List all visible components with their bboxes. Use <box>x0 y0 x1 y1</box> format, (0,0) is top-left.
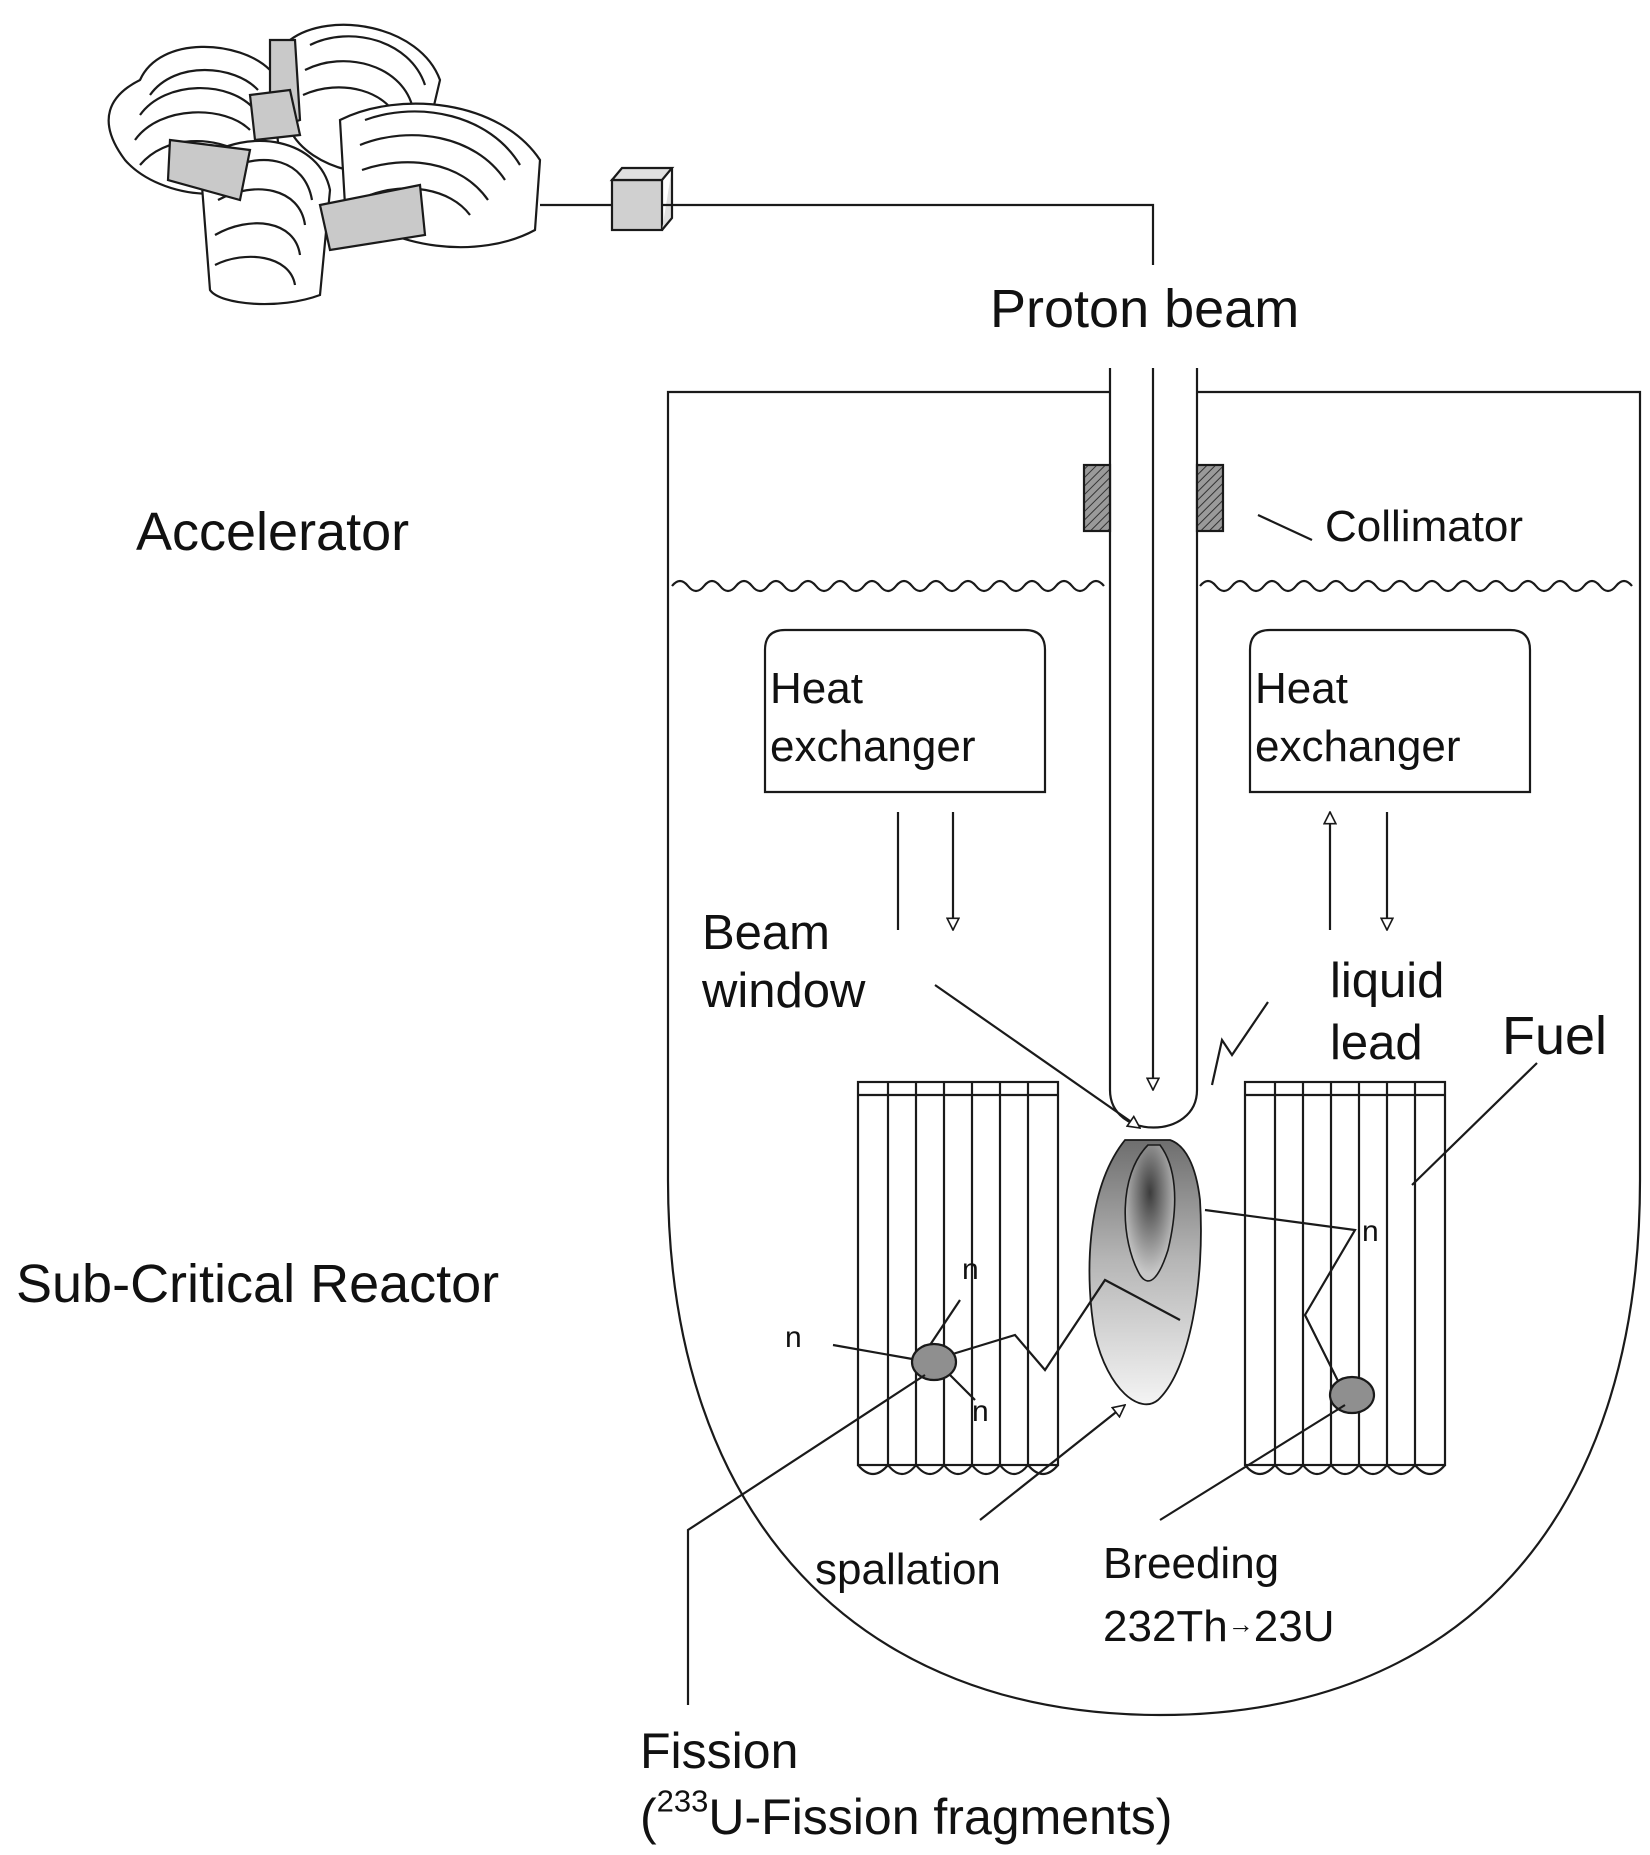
spallation-core <box>1124 1144 1176 1282</box>
collimator-label: Collimator <box>1325 502 1524 551</box>
beam-line <box>662 203 1155 265</box>
heat-exchanger-right-label: Heat exchanger <box>1255 660 1460 776</box>
neutron-path-left <box>932 1278 1181 1372</box>
neutron-line-down <box>949 1374 976 1401</box>
beam-window-line1: Beam <box>702 906 831 960</box>
neutron-label-bottom: n <box>972 1395 989 1428</box>
beam-transport-box <box>610 178 664 232</box>
heat-exchanger-right-line1: Heat <box>1255 664 1348 713</box>
accelerator-label: Accelerator <box>136 502 410 562</box>
neutron-label-top-left: n <box>962 1253 979 1286</box>
breeding-uranium: 23U <box>1253 1601 1335 1651</box>
neutron-line-up <box>929 1299 961 1346</box>
fission-line2: (233U-Fission fragments) <box>640 1784 1172 1850</box>
fission-nucleus <box>910 1342 958 1382</box>
heat-exchanger-left-line1: Heat <box>770 664 863 713</box>
breeding-leader <box>1159 1404 1346 1521</box>
fuel-label: Fuel <box>1502 1006 1608 1066</box>
breeding-thorium: 232Th <box>1103 1601 1228 1651</box>
fission-label: Fission (233U-Fission fragments) <box>640 1718 1172 1850</box>
collimator-block-right <box>1195 463 1225 533</box>
fission-line1: Fission <box>640 1723 799 1779</box>
beam-window-leader <box>934 984 1140 1128</box>
fuel-leader <box>1411 1062 1538 1186</box>
breeding-line1: Breeding <box>1103 1539 1280 1588</box>
spallation-leader <box>979 1405 1125 1521</box>
neutron-path-right <box>1204 1208 1357 1396</box>
fission-paren: ( <box>640 1789 657 1845</box>
heat-exchanger-right-line2: exchanger <box>1255 722 1461 771</box>
collimator-block-left <box>1082 463 1112 533</box>
breeding-line2: 232Th→23U <box>1103 1594 1334 1657</box>
fuel-assembly-right <box>1243 1080 1447 1476</box>
beam-window-line2: window <box>702 964 866 1018</box>
fission-leader <box>686 1374 926 1705</box>
liquid-surface <box>671 579 1633 593</box>
breeding-nucleus <box>1328 1375 1376 1415</box>
reactor-vessel <box>666 390 1642 1717</box>
heat-exchanger-right <box>1248 628 1532 794</box>
proton-beam-label: Proton beam <box>990 279 1300 339</box>
neutron-line-left <box>832 1343 919 1362</box>
liquid-lead-leader <box>1210 1001 1269 1086</box>
neutron-label-right: n <box>1362 1215 1379 1248</box>
breeding-arrow-icon: → <box>1227 1609 1254 1639</box>
heat-exchanger-left-label: Heat exchanger <box>770 660 975 776</box>
accelerator-cyclotron-icon <box>107 23 542 306</box>
fuel-assembly-left <box>856 1080 1060 1476</box>
heat-exchanger-left-line2: exchanger <box>770 722 976 771</box>
liquid-lead-line1: liquid <box>1330 954 1445 1008</box>
sub-critical-reactor-label: Sub-Critical Reactor <box>16 1254 500 1314</box>
liquid-lead-label: liquid lead <box>1330 950 1444 1074</box>
breeding-label: Breeding 232Th→23U <box>1103 1534 1334 1657</box>
liquid-lead-line2: lead <box>1330 1016 1423 1070</box>
spallation-label: spallation <box>815 1545 1001 1594</box>
beam-window-label: Beam window <box>702 904 865 1020</box>
neutron-label-left: n <box>785 1321 802 1354</box>
fission-fragments: U-Fission fragments) <box>708 1789 1173 1845</box>
heat-exchanger-left <box>763 628 1047 794</box>
collimator-leader <box>1257 514 1313 541</box>
fission-isotope-mass: 233 <box>656 1783 709 1819</box>
